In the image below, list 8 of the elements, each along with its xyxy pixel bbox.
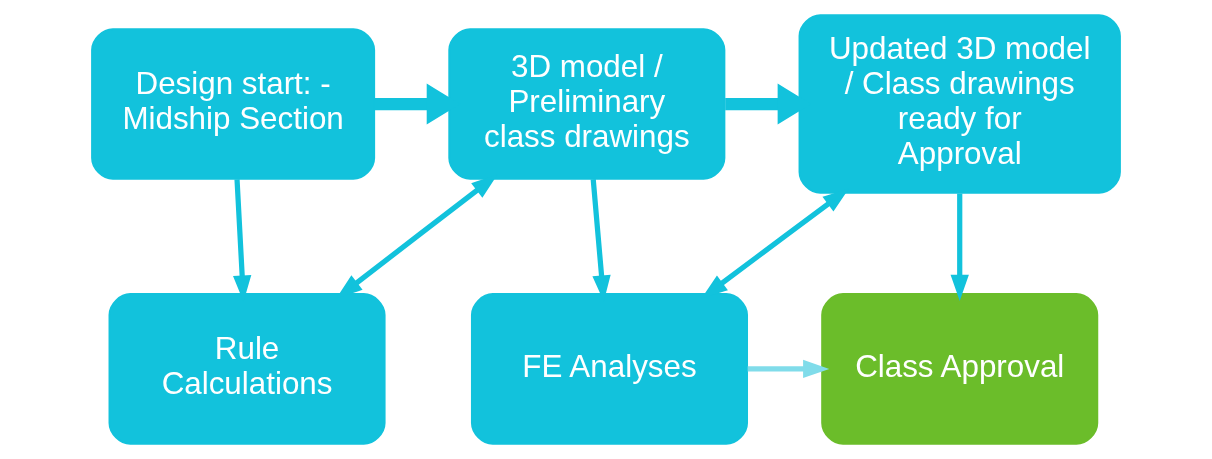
node-box: FE Analyses [470,293,748,445]
arrow [950,193,969,302]
node-box: 3D model / Preliminary class drawings [448,28,726,180]
node-box: Class Approval [821,293,1099,445]
node-box: Rule Calculations [108,293,386,445]
node-box: Updated 3D model / Class drawings ready for Approval [798,14,1121,194]
node-box: Design start: - Midship Section [91,28,376,180]
arrow [747,359,830,379]
